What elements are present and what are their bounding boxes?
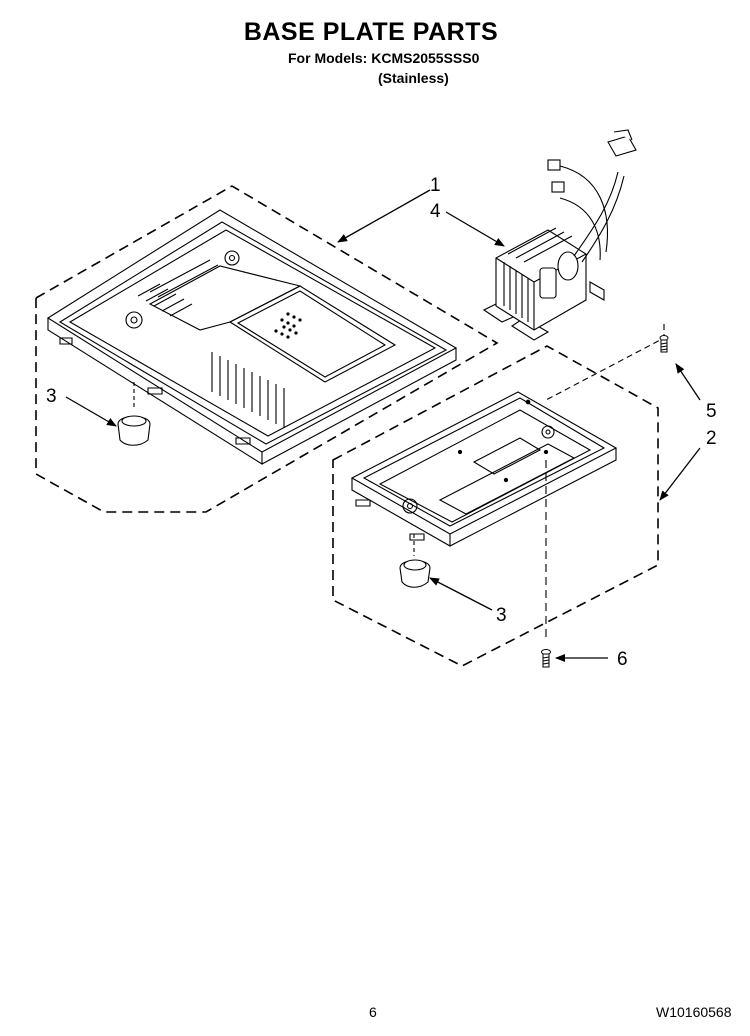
callout-1: 1 — [430, 175, 441, 196]
page-number: 6 — [369, 1004, 377, 1020]
page-title: BASE PLATE PARTS — [243, 18, 499, 46]
callout-3-left: 3 — [46, 386, 57, 407]
callout-6: 6 — [617, 649, 628, 670]
transformer-assembly — [482, 129, 637, 341]
screw-part-6 — [541, 649, 551, 668]
group-outline-1 — [35, 185, 499, 513]
document-number: W10160568 — [656, 1004, 732, 1020]
callout-2: 2 — [706, 428, 717, 449]
rubber-foot-right — [399, 534, 431, 588]
callout-4: 4 — [430, 201, 441, 222]
callout-3-right: 3 — [496, 605, 507, 626]
mounting-plate — [350, 324, 665, 640]
group-outline-2 — [332, 345, 659, 667]
callout-5: 5 — [706, 401, 717, 422]
models-line: For Models: KCMS2055SSS0 — [288, 50, 480, 66]
leader-lines — [65, 189, 701, 662]
screw-part-5 — [659, 335, 669, 353]
rubber-foot-left — [117, 382, 151, 446]
variant-label: (Stainless) — [378, 70, 449, 86]
base-plate — [46, 209, 458, 465]
